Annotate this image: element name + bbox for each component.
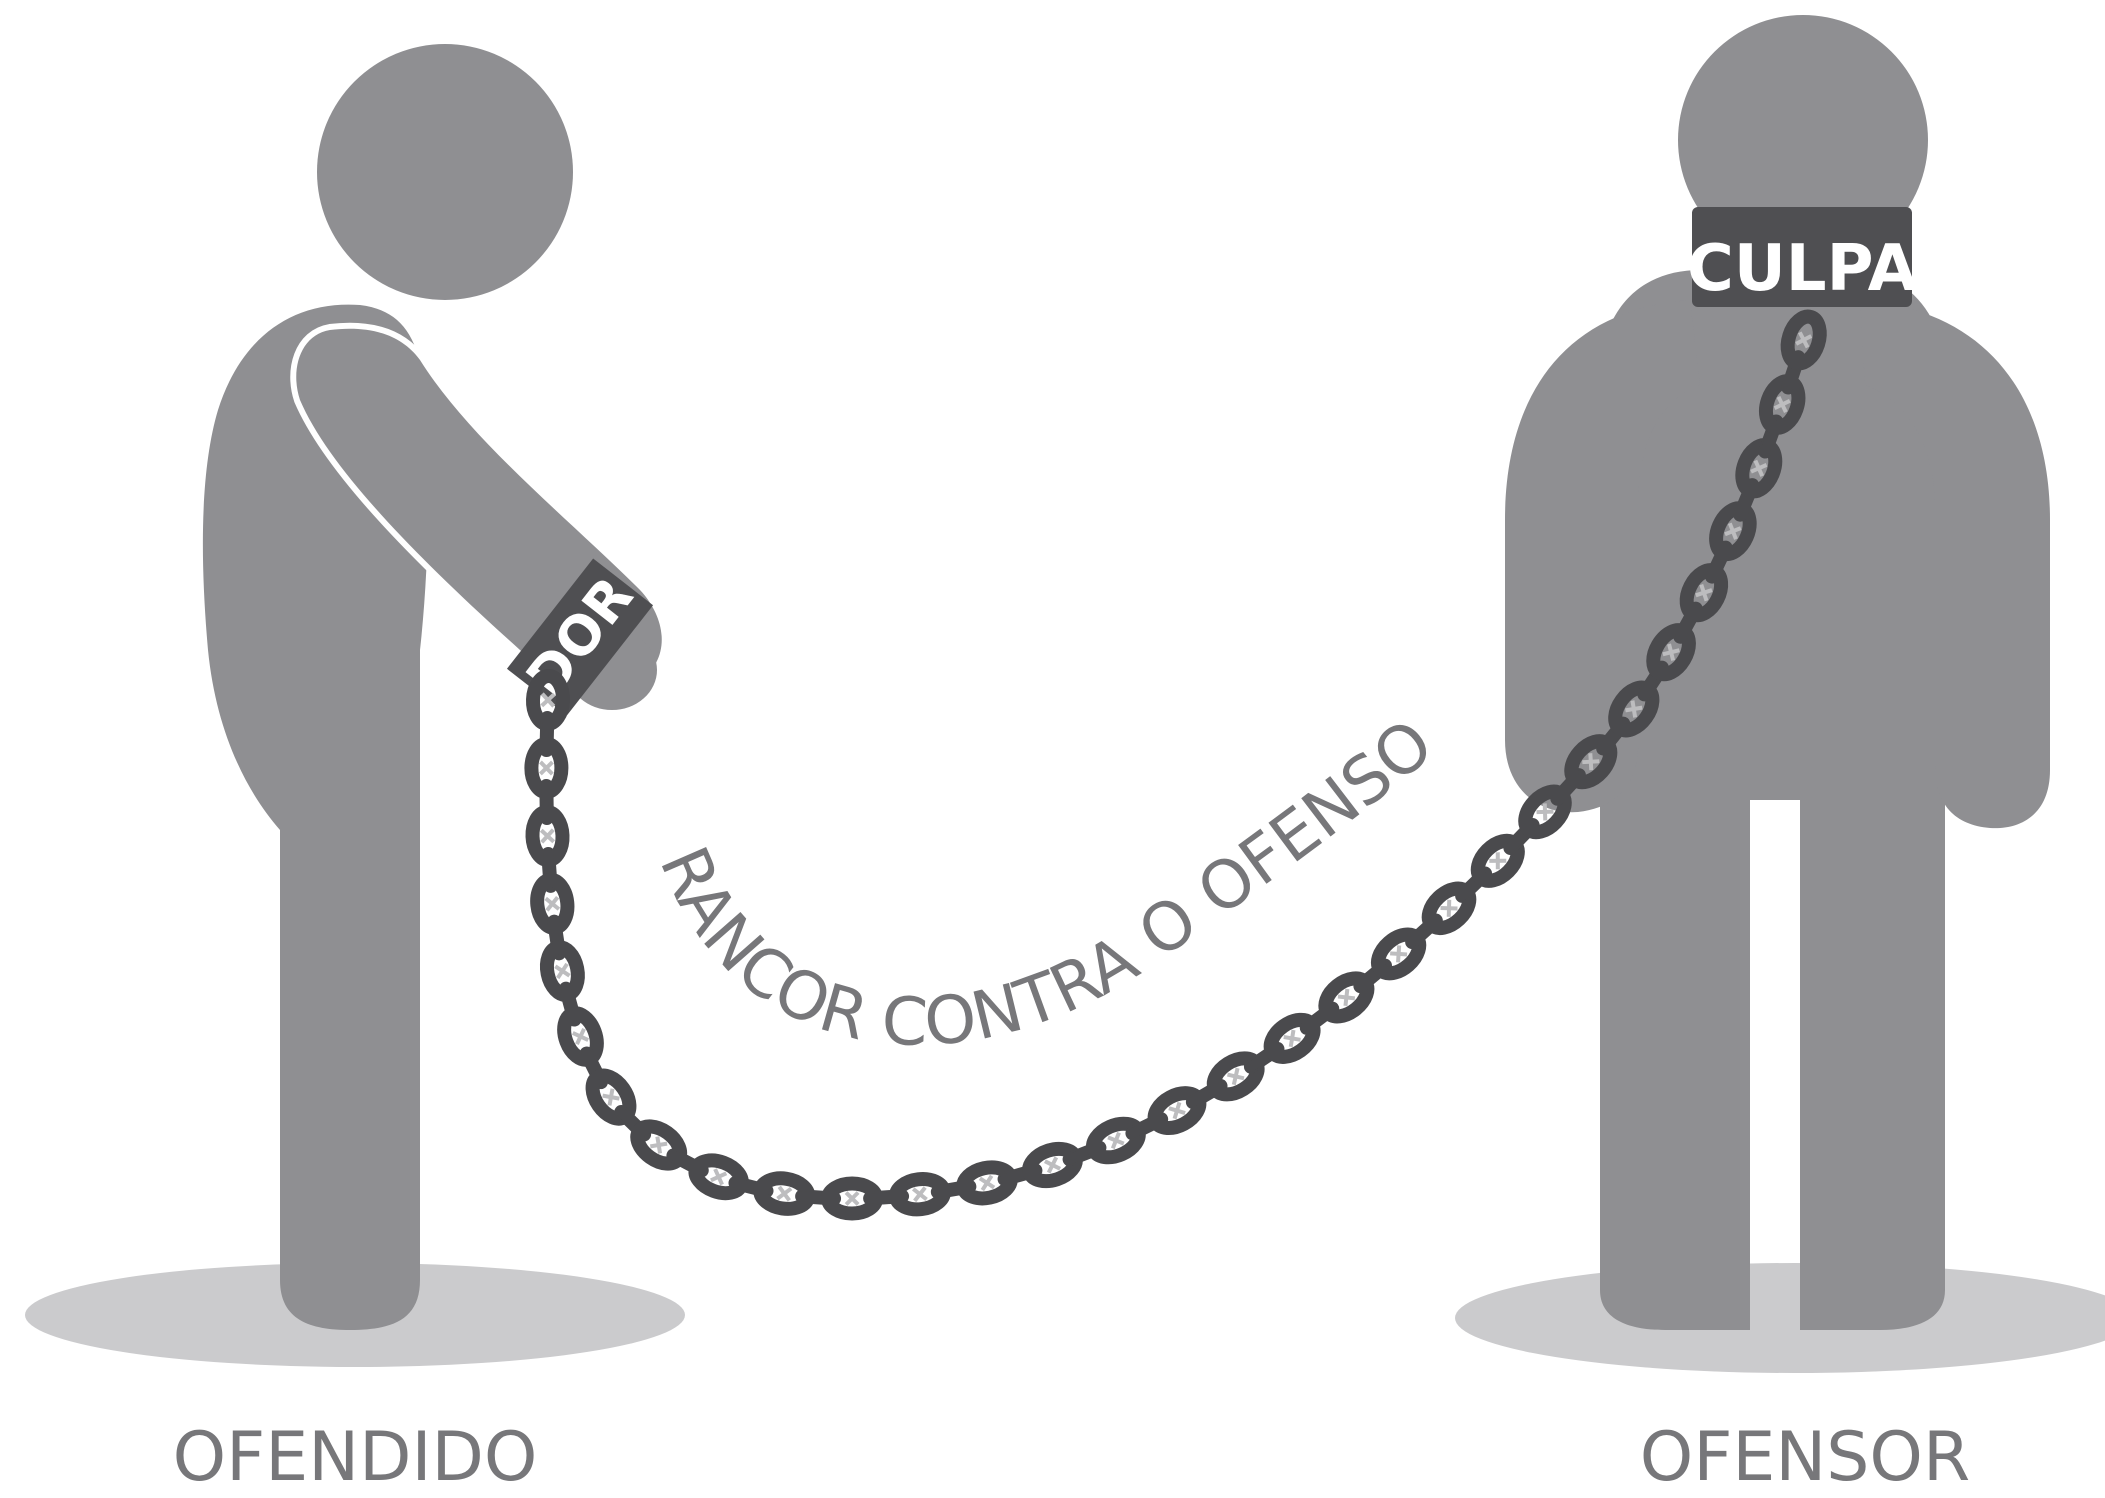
offended-figure: DOR OFENDIDO — [25, 44, 685, 1497]
culpa-band-label: CULPA — [1687, 232, 1918, 306]
offender-shadow — [1455, 1263, 2105, 1373]
offended-caption: OFENDIDO — [173, 1418, 538, 1497]
offended-head — [317, 44, 573, 300]
chain-link-mark — [1045, 1157, 1060, 1172]
offender-caption: OFENSOR — [1640, 1418, 1970, 1497]
offender-figure: CULPA OFENSOR — [1455, 15, 2105, 1497]
chain-link-mark — [711, 1169, 726, 1184]
chain-link-mark — [1108, 1133, 1124, 1149]
chain-link-mark — [573, 1029, 588, 1044]
